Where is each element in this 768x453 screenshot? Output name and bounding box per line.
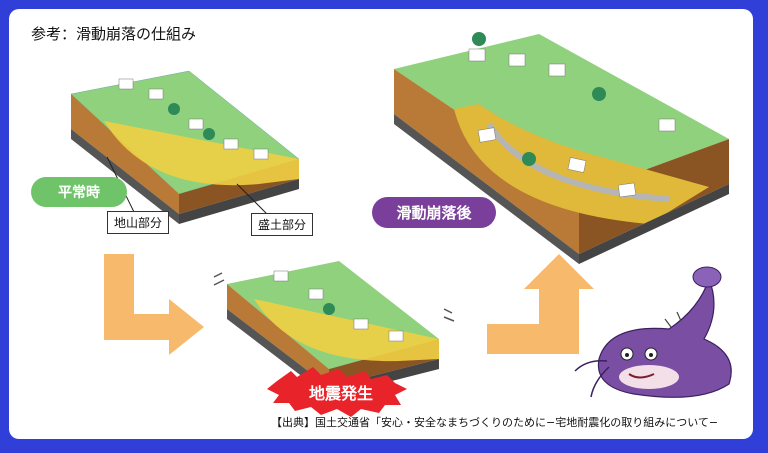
- diagram-title: 参考：滑動崩落の仕組み: [31, 25, 197, 43]
- source-citation: 【出典】国土交通省「安心・安全なまちづくりのために−宅地耐震化の取り組みについて…: [271, 416, 719, 429]
- houses-normal: [118, 78, 269, 160]
- illustration-canvas: [70, 32, 732, 417]
- normal-state-block: [70, 70, 300, 224]
- diagram-frame: 参考：滑動崩落の仕組み: [9, 9, 753, 439]
- ground-portion-label: 地山部分: [107, 211, 170, 234]
- earthquake-label: 地震発生: [308, 384, 373, 403]
- catfish-mascot-icon: [574, 266, 732, 398]
- after-state-block: [394, 32, 729, 264]
- normal-state-label: 平常時: [31, 177, 127, 207]
- after-landslide-label: 滑動崩落後: [372, 197, 496, 228]
- fill-portion-label: 盛土部分: [251, 213, 314, 236]
- arrow-down-right: [104, 254, 204, 355]
- quake-burst-icon: [267, 367, 407, 417]
- leader-line-fill: [236, 183, 268, 215]
- arrow-up-right: [487, 254, 594, 354]
